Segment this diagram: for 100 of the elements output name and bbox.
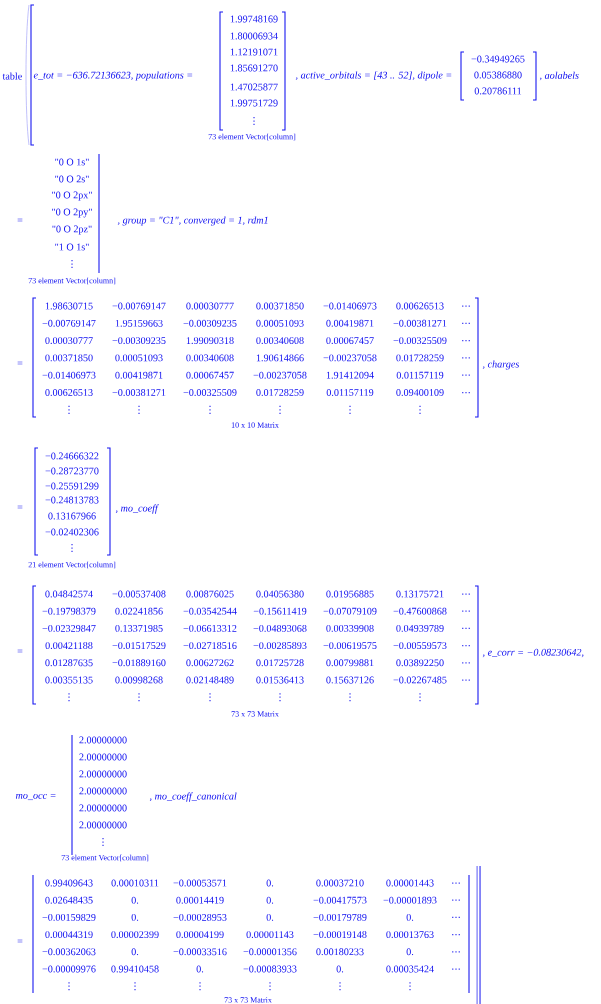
ellipsis: ⋮	[419, 693, 421, 702]
matrix-entry: −0.03542544	[183, 607, 237, 615]
matrix-entry: 0.00627262	[186, 659, 234, 667]
matrix-entry: 0.03892250	[396, 659, 444, 667]
matrix-entry: −0.15611419	[253, 607, 307, 615]
matrix-entry: 0.99409643	[45, 879, 93, 887]
ellipsis: ...	[462, 391, 470, 394]
matrix-entry: 0.	[196, 965, 204, 973]
matrix-entry: 0.00013763	[386, 931, 434, 939]
matrix-entry: 0.00421188	[45, 642, 93, 650]
matrix-entry: 0.00010311	[111, 879, 159, 887]
vector-entry: 1.99748169	[230, 15, 278, 23]
ellipsis: ...	[452, 916, 460, 919]
matrix-entry: 0.00067457	[326, 337, 374, 345]
matrix-entry: 0.00876025	[186, 590, 234, 598]
expression-text: , mo_coeff_canonical	[149, 792, 237, 802]
matrix-entry: −0.00309235	[112, 337, 166, 345]
matrix-entry: −0.00001356	[243, 948, 297, 956]
matrix-entry: 0.01728259	[396, 354, 444, 362]
equals-sign: =	[17, 505, 23, 509]
expression-text: e_tot = −636.72136623, populations =	[33, 71, 193, 81]
ellipsis: ⋮	[68, 405, 70, 414]
ellipsis: ...	[462, 610, 470, 612]
ellipsis: ...	[462, 645, 470, 647]
ellipsis: ...	[452, 934, 460, 936]
dimension-caption: 73 x 73 Matrix	[224, 997, 272, 1003]
matrix-entry: −0.00769147	[112, 302, 166, 310]
ellipsis: ⋮	[279, 405, 281, 414]
dimension-caption: 73 element Vector[column]	[28, 277, 116, 285]
expression-text: , aolabels	[539, 71, 579, 81]
vector-entry: 1.12191071	[230, 48, 278, 56]
matrix-entry: 1.91412094	[326, 371, 374, 379]
ellipsis: ...	[452, 882, 460, 884]
dimension-caption: 73 x 73 Matrix	[231, 711, 279, 717]
ellipsis: ⋮	[279, 693, 281, 702]
matrix-entry: 0.01536413	[256, 676, 304, 684]
matrix-entry: −0.00309235	[183, 319, 237, 327]
matrix-entry: 0.02148489	[186, 676, 234, 684]
expression-text: , e_corr = −0.08230642,	[482, 648, 584, 658]
matrix-entry: 0.00001143	[246, 931, 294, 939]
ellipsis: ⋮	[269, 982, 271, 991]
ellipsis: ⋮	[349, 405, 351, 414]
vector-entry: 2.00000000	[79, 821, 127, 829]
matrix-entry: −0.00033516	[173, 948, 227, 956]
matrix-entry: 0.00001443	[386, 879, 434, 887]
vector-entry: "0 O 2px"	[52, 191, 92, 201]
matrix-entry: 0.00419871	[115, 371, 163, 379]
ellipsis: ...	[452, 951, 460, 953]
ellipsis: ⋮	[138, 405, 140, 414]
vector-entry: 2.00000000	[79, 804, 127, 812]
ellipsis: ⋮	[138, 693, 140, 702]
matrix-entry: 0.00626513	[396, 302, 444, 310]
matrix-entry: 0.04842574	[45, 590, 93, 598]
matrix-entry: 0.00998268	[115, 676, 163, 684]
matrix-entry: −0.00179789	[313, 913, 367, 921]
matrix-entry: 0.	[131, 896, 139, 904]
matrix-entry: 0.13175721	[396, 590, 444, 598]
matrix-entry: 1.90614866	[256, 354, 304, 362]
vector-entry: 2.00000000	[79, 770, 127, 778]
matrix-entry: −0.00537408	[112, 590, 166, 598]
matrix-entry: 0.00626513	[45, 389, 93, 396]
ellipsis: ...	[462, 374, 470, 376]
matrix-entry: 0.01728259	[256, 389, 304, 396]
ellipsis: ⋮	[209, 693, 211, 702]
ellipsis: ...	[462, 627, 470, 630]
matrix-entry: 1.99090318	[186, 337, 234, 345]
matrix-entry: 0.00035424	[386, 965, 434, 973]
matrix-entry: 0.02241856	[115, 607, 163, 615]
expression-text: mo_occ =	[15, 793, 56, 801]
matrix-entry: 0.	[131, 948, 139, 956]
matrix-entry: 0.	[266, 896, 274, 904]
equals-sign: =	[17, 939, 23, 943]
matrix-entry: −0.00028953	[173, 913, 227, 921]
matrix-entry: 0.00004199	[176, 931, 224, 939]
matrix-entry: −0.00769147	[42, 319, 96, 327]
matrix-entry: 0.00014419	[176, 896, 224, 904]
ellipsis: ⋮	[209, 405, 211, 414]
matrix-entry: 0.99410458	[111, 965, 159, 973]
dimension-caption: 73 element Vector[column]	[61, 854, 149, 862]
matrix-entry: 0.	[266, 879, 274, 887]
matrix-entry: −0.02718516	[183, 642, 237, 650]
function-name: table	[2, 72, 22, 80]
matrix-entry: −0.00381271	[112, 389, 166, 396]
matrix-entry: 0.00067457	[186, 371, 234, 379]
expression-text: , group = "C1", converged = 1, rdm1	[117, 216, 268, 226]
matrix-entry: −0.01406973	[42, 371, 96, 379]
vector-entry: 1.85691270	[230, 64, 278, 72]
matrix-entry: −0.00083933	[243, 965, 297, 973]
expression-text: , charges	[482, 360, 519, 370]
matrix-entry: −0.00417573	[313, 896, 367, 904]
matrix-entry: −0.07079109	[323, 607, 377, 615]
vector-entry: −0.25591299	[45, 482, 99, 490]
equals-sign: =	[17, 218, 23, 222]
matrix-entry: −0.04893068	[253, 624, 307, 632]
ellipsis: ⋮	[339, 982, 341, 991]
matrix-entry: −0.00053571	[173, 879, 227, 887]
ellipsis: ...	[462, 357, 470, 359]
expression-text: , active_orbitals = [43 .. 52], dipole =	[295, 71, 452, 81]
matrix-entry: 0.	[406, 948, 414, 956]
matrix-entry: 0.09400109	[396, 389, 444, 396]
